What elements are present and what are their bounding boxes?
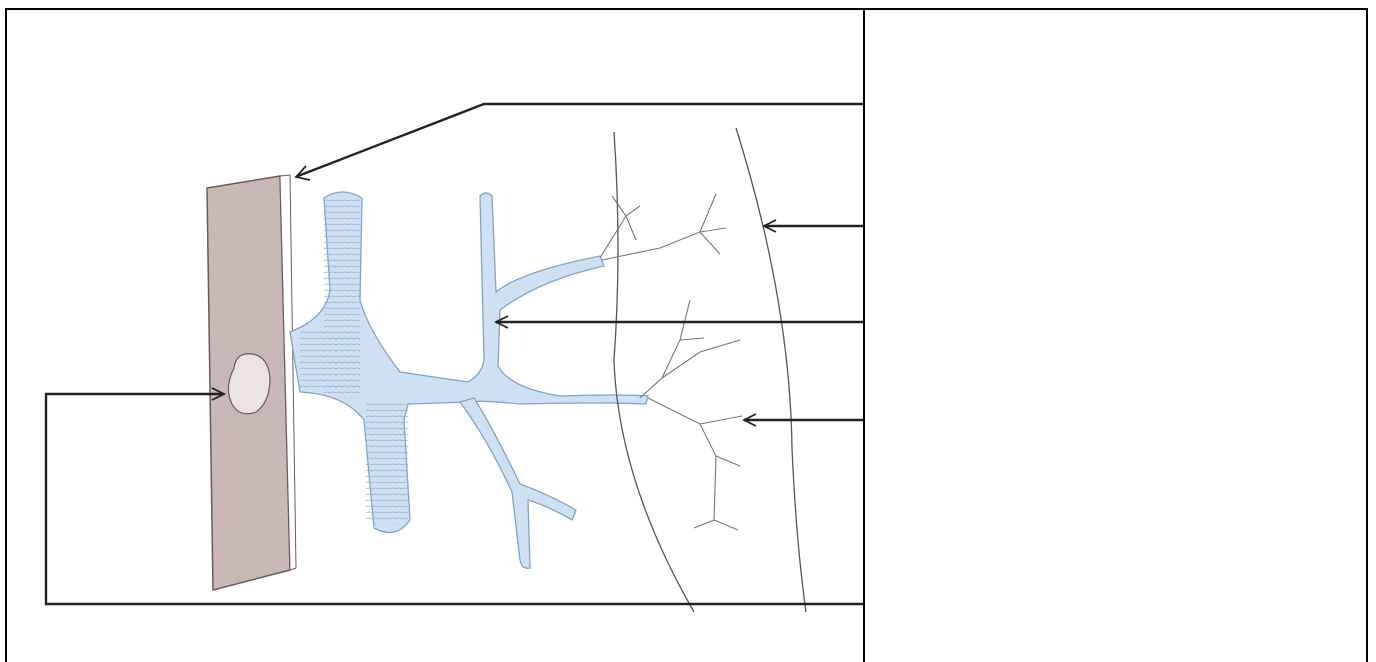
answer-area[interactable] (865, 10, 1366, 662)
main-duct (290, 192, 648, 568)
lobule-boundaries (614, 128, 806, 612)
epithelium-plate (207, 175, 296, 590)
leader-lines (46, 104, 863, 604)
answer-cell (863, 8, 1368, 662)
ductules (600, 194, 742, 530)
duct-diagram (0, 0, 863, 662)
